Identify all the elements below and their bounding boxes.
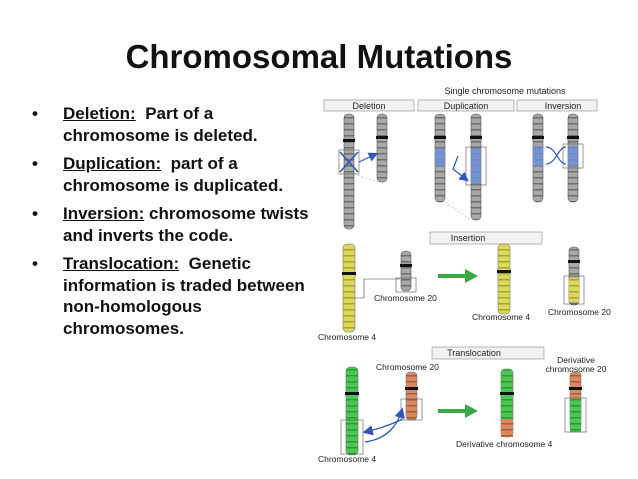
bullet-icon: • bbox=[32, 154, 38, 173]
translocation-orange-chromosome bbox=[400, 371, 423, 421]
bullet-deletion: • Deletion: Part of a chromosome is dele… bbox=[30, 103, 315, 146]
deletion-label-box: Deletion bbox=[323, 99, 415, 112]
desc-translocation: Genetic information is traded between no… bbox=[63, 254, 305, 338]
desc-duplication: part of a chromosome is duplicated. bbox=[63, 154, 284, 195]
translocation-chr4-label: Chromosome 4 bbox=[318, 454, 376, 464]
insertion-chr4-label: Chromosome 4 bbox=[472, 312, 530, 322]
insertion-result-chr20-label: Chromosome 20 bbox=[548, 307, 611, 317]
translocation-chr20-label: Chromosome 20 bbox=[376, 362, 439, 372]
bullet-icon: • bbox=[32, 104, 38, 123]
derivative-chr20-label: chromosome 20 bbox=[546, 364, 607, 374]
translocation-arrow-up bbox=[364, 407, 405, 443]
single-mutations-header: Single chromosome mutations bbox=[444, 86, 566, 96]
desc-inversion: chromosome twists and inverts the code. bbox=[63, 204, 309, 245]
insertion-arrow bbox=[438, 269, 478, 283]
derivative-chr4-label: Derivative chromosome 4 bbox=[456, 439, 553, 449]
inversion-chromosome-result bbox=[545, 113, 584, 203]
insertion-result-yellow bbox=[497, 243, 511, 315]
translocation-label-box: Translocation bbox=[431, 346, 545, 360]
insertion-yellow-chromosome bbox=[342, 243, 400, 333]
desc-deletion: Part of a chromosome is deleted. bbox=[63, 104, 258, 145]
bullet-translocation: • Translocation: Genetic information is … bbox=[30, 253, 315, 339]
insertion-chr20-label: Chromosome 20 bbox=[374, 293, 437, 303]
term-inversion: Inversion: bbox=[63, 204, 145, 223]
translocation-green-arrow bbox=[438, 404, 478, 418]
term-translocation: Translocation: bbox=[63, 254, 180, 273]
mutation-diagram: Single chromosome mutations Deletion Dup… bbox=[318, 86, 611, 464]
deletion-chromosome-result bbox=[353, 113, 388, 183]
bullet-list: • Deletion: Part of a chromosome is dele… bbox=[30, 103, 315, 346]
chr4-left-label: Chromosome 4 bbox=[318, 332, 376, 342]
insertion-label: Insertion bbox=[451, 233, 486, 243]
insertion-grey-chromosome bbox=[395, 250, 417, 293]
bullet-icon: • bbox=[32, 204, 38, 223]
duplication-chromosome-result bbox=[444, 113, 487, 221]
duplication-label: Duplication bbox=[444, 101, 489, 111]
deletion-label: Deletion bbox=[352, 101, 385, 111]
duplication-label-box: Duplication bbox=[417, 99, 515, 112]
inversion-label: Inversion bbox=[545, 101, 582, 111]
translocation-arrow-down bbox=[362, 418, 404, 436]
derivative-label: Derivative bbox=[557, 355, 595, 365]
inversion-chromosome-original bbox=[532, 113, 544, 203]
insertion-result-grey bbox=[563, 246, 585, 306]
inversion-label-box: Inversion bbox=[516, 99, 598, 112]
term-duplication: Duplication: bbox=[63, 154, 162, 173]
bullet-icon: • bbox=[32, 254, 38, 273]
deletion-chromosome-original bbox=[338, 113, 360, 230]
slide-title: Chromosomal Mutations bbox=[125, 38, 513, 75]
duplication-chromosome-original bbox=[434, 113, 446, 203]
bullet-inversion: • Inversion: chromosome twists and inver… bbox=[30, 203, 315, 246]
term-deletion: Deletion: bbox=[63, 104, 136, 123]
insertion-label-box: Insertion bbox=[429, 231, 543, 245]
translocation-green-chromosome bbox=[340, 366, 364, 456]
derivative-chr4 bbox=[500, 368, 514, 438]
translocation-label: Translocation bbox=[447, 348, 501, 358]
bullet-duplication: • Duplication: part of a chromosome is d… bbox=[30, 153, 315, 196]
derivative-chr20 bbox=[564, 371, 587, 433]
